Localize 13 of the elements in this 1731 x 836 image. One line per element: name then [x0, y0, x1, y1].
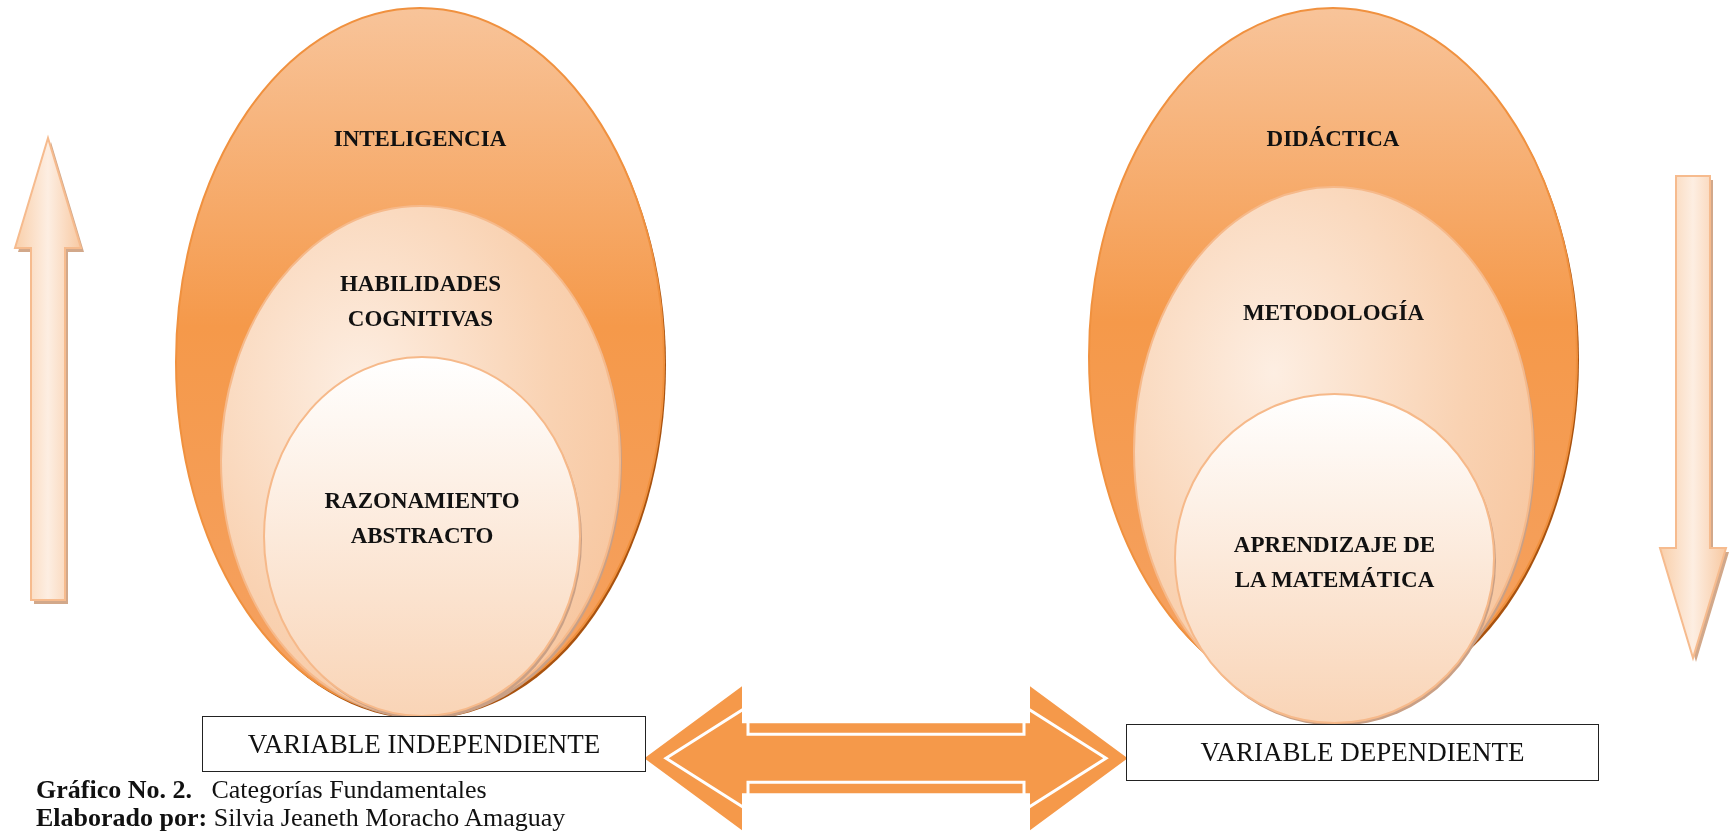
caption-text: Gráfico No. 2. Categorías Fundamentales: [36, 776, 487, 804]
category-label: INTELIGENCIA: [333, 125, 507, 153]
category-label: DIDÁCTICA: [1266, 125, 1400, 153]
category-label: RAZONAMIENTO ABSTRACTO: [323, 487, 521, 550]
variable-label: VARIABLE INDEPENDIENTE: [247, 728, 601, 760]
caption-text: Elaborado por: Silvia Jeaneth Moracho Amaguay: [36, 804, 566, 832]
double-arrow: [644, 686, 1128, 831]
category-label: HABILIDADES COGNITIVAS: [338, 270, 502, 333]
variable-label: VARIABLE DEPENDIENTE: [1200, 737, 1525, 768]
variable-box: [202, 716, 646, 772]
category-label: METODOLOGÍA: [1242, 299, 1424, 327]
variable-box: [1126, 724, 1599, 781]
category-label: APRENDIZAJE DE LA MATEMÁTICA: [1232, 531, 1437, 594]
